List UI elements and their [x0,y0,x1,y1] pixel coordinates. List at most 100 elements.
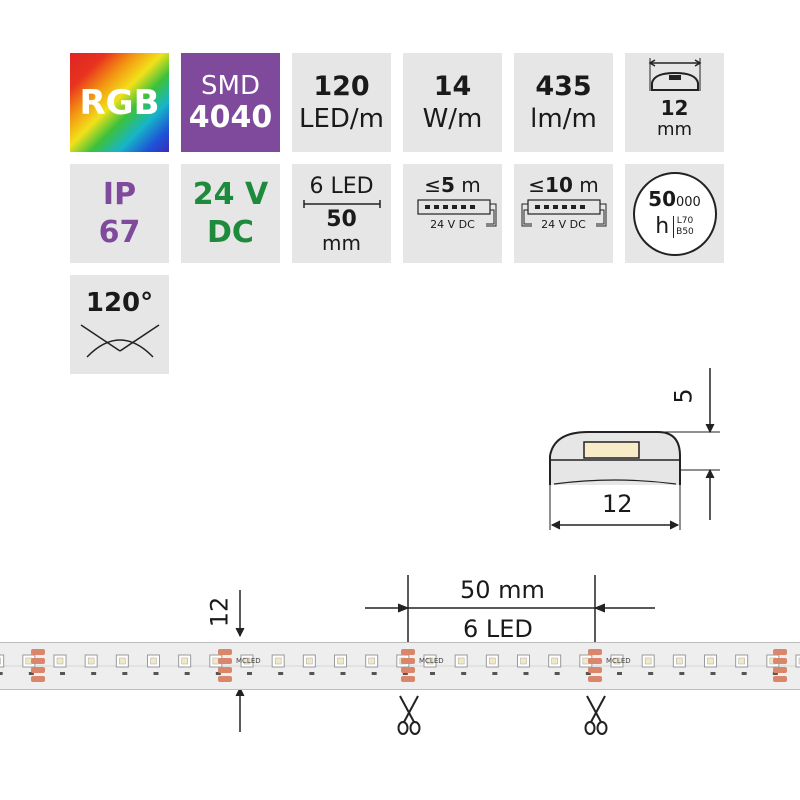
led-chip-core [520,657,527,665]
smd-label: SMD [201,70,260,101]
resistor [402,672,408,675]
led-density-unit: LED/m [298,103,385,134]
led-chip-core [707,657,714,665]
lifetime-suffix: 000 [676,195,701,210]
led-chip-core [274,657,282,665]
resistor [371,672,377,675]
solder-pad [773,649,787,655]
led-chip-core [0,657,1,665]
power-value: 14 [433,70,472,102]
single-feed-length: 5 [441,173,455,197]
beam-angle-value: 120° [85,288,154,318]
resistor [0,672,3,675]
led-chip-core [368,657,375,665]
resistor [60,672,65,675]
led-chip-core [25,657,33,665]
resistor [585,672,591,675]
led-strip: MCLED MCLED MCLED [0,642,800,690]
profile-height-label: 5 [669,388,698,404]
voltage-type: DC [207,214,254,250]
smd-chip-value: 4040 [188,99,273,135]
led-chip-core [738,657,745,665]
profile-width-icon [648,58,701,91]
scissors-icon[interactable] [396,694,422,736]
solder-pad [588,649,602,655]
resistor [215,672,221,675]
segment-led-label: 6 LED [463,615,533,643]
led-chip-core [613,657,621,665]
solder-pad [218,658,232,664]
led-chip [0,654,5,668]
resistor [523,672,529,675]
led-chip-core [306,657,313,665]
cut-mm-unit: mm [322,230,361,255]
resistor [122,672,128,675]
led-chip-core [426,657,434,665]
led-chip-core [582,657,590,665]
solder-pad [218,667,232,673]
single-feed-tile: ≤5 m 24 V DC [403,164,502,263]
led-chip-core [337,657,344,665]
resistor [430,672,435,675]
led-chip-core [489,657,496,665]
voltage-value: 24 V [192,176,269,212]
smd-tile: SMD 4040 [181,53,280,152]
led-chip-core [551,657,558,665]
cut-interval-line-icon [302,199,381,208]
resistor [28,672,34,675]
led-chip-core [644,657,652,665]
brand-label: MCLED [236,657,261,665]
width-value: 12 [660,96,689,120]
cut-led-count: 6 LED [309,173,374,199]
double-feed-strip-icon [521,199,606,227]
power-unit: W/m [422,103,483,134]
resistor [461,672,467,675]
solder-pad [218,676,232,682]
lifetime-tile: 50000 h L70 B50 [625,164,724,263]
resistor [679,672,685,675]
resistor [554,672,560,675]
resistor [184,672,190,675]
single-feed-prefix: ≤ [424,173,441,197]
lifetime-l70: L70 [676,215,694,226]
resistor [153,672,159,675]
single-feed-unit: m [461,173,481,197]
ip-rating-value: 67 [98,214,141,250]
rgb-tile: RGB [70,53,169,152]
solder-pad [31,676,45,682]
width-unit: mm [656,119,693,140]
resistor [340,672,346,675]
power-tile: 14 W/m [403,53,502,152]
voltage-tile: 24 V DC [181,164,280,263]
beam-angle-icon [80,324,159,358]
scissors-icon[interactable] [583,694,609,736]
lifetime-value: 50 [648,187,676,211]
solder-pad [31,649,45,655]
double-feed-voltage: 24 V DC [541,218,586,231]
solder-pad [588,676,602,682]
solder-pad [401,667,415,673]
resistor [91,672,97,675]
resistor [772,672,778,675]
solder-pad [31,667,45,673]
led-chip-core [181,657,188,665]
double-feed-tile: ≤10 m 24 V DC [514,164,613,263]
strip-width-label: 12 [205,596,234,628]
solder-pad [401,676,415,682]
strip-dimension-lines [235,575,655,732]
led-density-value: 120 [313,70,370,102]
single-feed-voltage: 24 V DC [430,218,475,231]
lumen-tile: 435 lm/m [514,53,613,152]
brand-label: MCLED [606,657,631,665]
segment-length-label: 50 mm [460,576,545,604]
double-feed-length: 10 [545,173,573,197]
resistor [278,672,284,675]
solder-pad [218,649,232,655]
lumen-unit: lm/m [530,103,597,134]
ip-tile: IP 67 [70,164,169,263]
brand-label: MCLED [419,657,444,665]
solder-pad [773,676,787,682]
solder-pad [31,658,45,664]
profile-cross-section [549,368,720,530]
resistor [710,672,716,675]
